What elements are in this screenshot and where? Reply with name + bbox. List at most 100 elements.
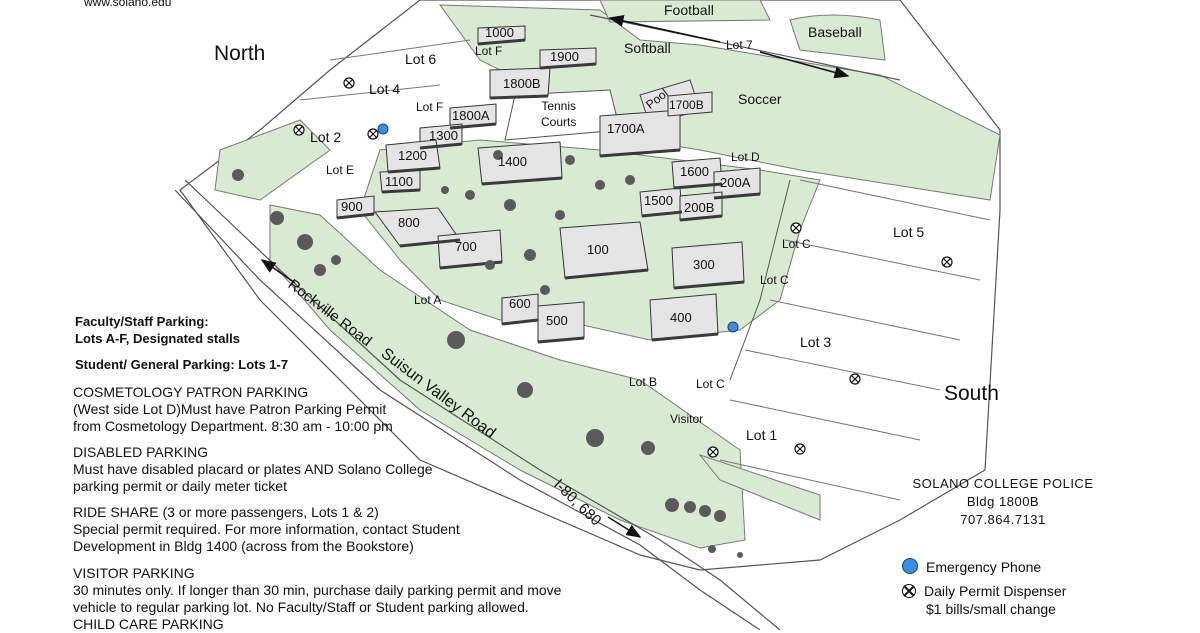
lot3-label: Lot 3 — [800, 334, 832, 350]
tennis-courts-label: Tennis Courts — [541, 99, 577, 129]
dispenser-lot-c — [790, 222, 802, 234]
rideshare-line-2: Development in Bldg 1400 (across from th… — [73, 538, 414, 554]
childcare-title: CHILD CARE PARKING — [73, 616, 224, 632]
legend-dispenser-note: $1 bills/small change — [926, 601, 1056, 617]
bldg-1100-label: 1100 — [385, 174, 413, 189]
bldg-100-label: 100 — [587, 242, 609, 257]
faculty-parking-title: Faculty/Staff Parking: — [75, 314, 209, 329]
buildings — [336, 25, 761, 343]
emergency-phone-icon — [902, 558, 918, 574]
south-label: South — [944, 382, 999, 405]
cosmetology-title: COSMETOLOGY PATRON PARKING — [73, 384, 309, 400]
soccer-label: Soccer — [738, 91, 782, 107]
softball-label: Softball — [624, 40, 671, 56]
southwest-grass-strip — [269, 204, 746, 549]
bldg-700-label: 700 — [455, 239, 477, 254]
lot4-label: Lot 4 — [369, 81, 401, 97]
bldg-200b-label: 200B — [684, 200, 715, 215]
emergency-phone-400 — [727, 321, 739, 333]
baseball-field — [789, 14, 886, 61]
rideshare-info: RIDE SHARE (3 or more passengers, Lots 1… — [73, 504, 460, 555]
lot7-arrow-left — [608, 15, 721, 43]
police-phone[interactable]: 707.864.7131 — [960, 512, 1046, 527]
dispenser-lot1 — [794, 443, 806, 455]
lot-c-label-3: Lot C — [696, 377, 725, 391]
building-shadows — [336, 38, 761, 344]
map-legend: Emergency Phone Daily Permit Dispenser $… — [902, 558, 1066, 618]
bldg-900-label: 900 — [341, 199, 363, 214]
legend-dispenser-row: Daily Permit Dispenser $1 bills/small ch… — [902, 582, 1066, 618]
visitor-parking-title: VISITOR PARKING — [73, 565, 195, 581]
emergency-phone-lot2 — [377, 123, 389, 135]
visitor-line-2: vehicle to regular parking lot. No Facul… — [73, 599, 529, 615]
lot5-label: Lot 5 — [893, 224, 925, 240]
west-grass — [214, 119, 331, 201]
bldg-1700a-label: 1700A — [607, 121, 645, 136]
dispenser-lot5 — [941, 256, 953, 268]
visitor-label: Visitor — [670, 412, 704, 426]
lot-c-road — [729, 179, 791, 381]
cosmetology-line-1: (West side Lot D)Must have Patron Parkin… — [73, 401, 387, 417]
bldg-1700b-shape — [667, 91, 713, 117]
disabled-info: DISABLED PARKING Must have disabled plac… — [73, 444, 433, 495]
parking-island-grass — [698, 453, 821, 521]
lot-c-label-2: Lot C — [760, 273, 789, 287]
suisun-road-line — [184, 179, 781, 630]
disabled-line-2: parking permit or daily meter ticket — [73, 478, 287, 494]
bldg-1700b-label: 1700B — [669, 98, 704, 112]
bldg-1500-label: 1500 — [644, 193, 673, 208]
lot-c-label-1: Lot C — [782, 237, 811, 251]
bldg-200a-label: 200A — [720, 175, 751, 190]
cosmetology-info: COSMETOLOGY PATRON PARKING (West side Lo… — [73, 384, 393, 435]
legend-emergency-label: Emergency Phone — [926, 559, 1042, 575]
lot7-label: Lot 7 — [726, 38, 753, 52]
police-name: SOLANO COLLEGE POLICE — [912, 476, 1094, 491]
dispenser-lot2-b — [367, 128, 379, 140]
bldg-300-label: 300 — [693, 257, 715, 272]
emergency-phones — [377, 123, 739, 333]
police-info: SOLANO COLLEGE POLICE Bldg 1800B 707.864… — [898, 475, 1108, 529]
website-url[interactable]: www.solano.edu — [84, 0, 172, 9]
police-building: Bldg 1800B — [966, 494, 1040, 509]
bldg-1300-label: 1300 — [429, 128, 458, 143]
lot-d-label: Lot D — [731, 150, 760, 164]
visitor-line-1: 30 minutes only. If longer than 30 min, … — [73, 582, 562, 598]
lot-f-label: Lot F — [416, 100, 444, 114]
legend-emergency-row: Emergency Phone — [902, 558, 1066, 576]
lot2-label: Lot 2 — [310, 129, 342, 145]
north-label: North — [214, 42, 266, 65]
parking-lot-lines — [299, 39, 991, 501]
rockville-arrow — [260, 259, 296, 284]
baseball-label: Baseball — [808, 24, 862, 40]
lot-f-label-top: Lot F — [475, 44, 503, 58]
rockville-road-line — [174, 189, 761, 630]
permit-dispenser-icon — [902, 584, 916, 598]
faculty-parking-text: Lots A-F, Designated stalls — [75, 331, 240, 346]
legend-dispenser-label: Daily Permit Dispenser — [924, 583, 1067, 599]
lot7-arrow-right — [759, 51, 850, 79]
permit-dispensers — [293, 77, 953, 458]
bldg-1800a-label: 1800A — [452, 108, 490, 123]
bldg-1800b-label: 1800B — [503, 76, 541, 91]
rideshare-line-1: Special permit required. For more inform… — [73, 521, 460, 537]
lot-a-label: Lot A — [414, 293, 442, 307]
dispenser-lot3 — [849, 373, 861, 385]
disabled-title: DISABLED PARKING — [73, 444, 209, 460]
bldg-400-label: 400 — [670, 310, 692, 325]
cosmetology-line-2: from Cosmetology Department. 8:30 am - 1… — [73, 418, 393, 434]
bldg-1200-label: 1200 — [398, 148, 427, 163]
bldg-1900-label: 1900 — [550, 49, 579, 64]
i80-arrow — [607, 516, 642, 538]
visitor-info: VISITOR PARKING 30 minutes only. If long… — [73, 565, 561, 633]
dispenser-lot4 — [343, 77, 355, 89]
dispenser-visitor — [707, 446, 719, 458]
lot6-label: Lot 6 — [405, 51, 437, 67]
dispenser-lot2-a — [293, 124, 305, 136]
football-label: Football — [664, 2, 714, 18]
lot1-label: Lot 1 — [746, 427, 778, 443]
lot-b-label: Lot B — [629, 375, 658, 389]
football-field — [599, 0, 771, 23]
faculty-parking-info: Faculty/Staff Parking: Lots A-F, Designa… — [75, 313, 240, 347]
trees — [232, 150, 743, 558]
